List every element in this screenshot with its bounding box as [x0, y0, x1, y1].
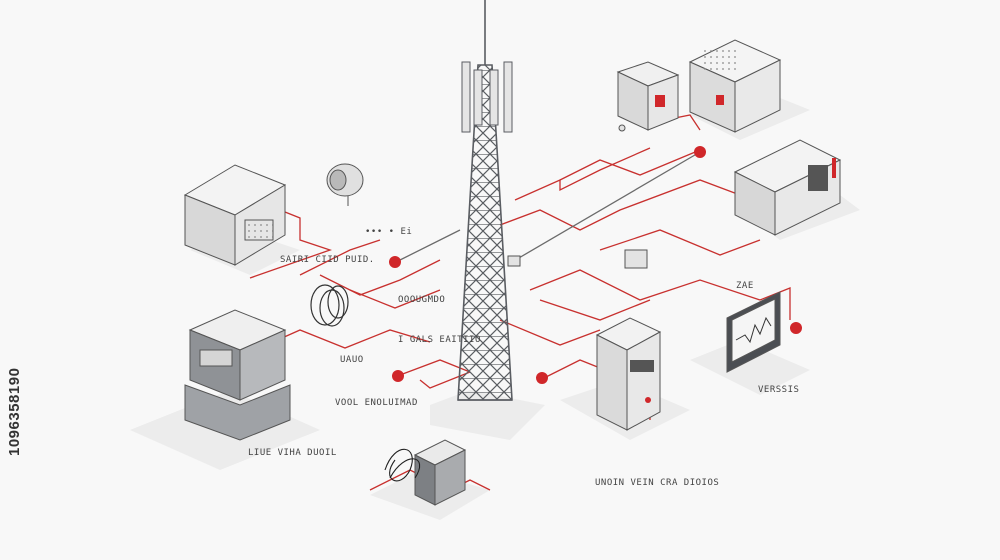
wire-box-link	[559, 149, 701, 181]
wire-left-mid-2	[349, 289, 441, 309]
rack-display	[630, 360, 654, 372]
box-vents	[700, 50, 740, 72]
inline-connectors	[507, 124, 648, 269]
label-center-left: I GALS EAITIIO	[398, 335, 481, 345]
box-side	[734, 59, 781, 133]
motor-face	[329, 169, 347, 191]
feeder-cable	[511, 151, 701, 263]
equipment-box	[688, 39, 782, 133]
label-cable: UAUO	[340, 355, 364, 365]
label-monitor: VERSSIS	[758, 385, 799, 395]
server-panel	[199, 349, 233, 367]
wire-generator	[249, 209, 333, 279]
control-cabinet	[616, 61, 680, 131]
motor-unit	[326, 163, 364, 206]
label-left-lower: VOOL ENOLUIMAD	[335, 398, 418, 408]
antenna-panel	[473, 69, 483, 126]
radio-unit	[733, 139, 842, 236]
label-top-center: ••• • Ei	[365, 227, 412, 237]
waveform	[735, 316, 772, 344]
connection-markers	[389, 146, 802, 384]
feeder-cable-left	[399, 229, 461, 261]
marker-dot	[790, 322, 802, 334]
control-indicator	[655, 95, 665, 107]
rack-front	[596, 334, 628, 431]
label-right-small: ZAE	[736, 281, 754, 291]
server-base	[184, 384, 291, 441]
rack-unit	[595, 317, 662, 431]
junction-box	[624, 249, 648, 269]
connector	[507, 255, 521, 267]
platform-tower	[430, 390, 545, 440]
diagram-labels: ••• • Ei SAIRI CIID PUID. OOOUGMDO I GAL…	[248, 227, 799, 488]
cabinet-side	[434, 449, 466, 506]
label-bottom-center: UNOIN VEIN CRA DIOIOS	[595, 478, 719, 488]
antenna-panel	[489, 69, 499, 126]
wire-rack	[499, 319, 601, 346]
monitor-unit	[726, 291, 781, 373]
platform-monitor	[690, 340, 810, 395]
connector	[618, 124, 626, 132]
wire-left-mid	[319, 259, 441, 296]
cable-coil	[310, 284, 349, 327]
wire-right-mid	[529, 269, 761, 301]
radio-display	[808, 165, 828, 191]
antenna-panel	[461, 61, 471, 133]
marker-dot	[389, 256, 401, 268]
marker-dot	[392, 370, 404, 382]
rack-led	[645, 397, 651, 403]
cable-bundle	[384, 448, 421, 482]
cell-tower	[457, 0, 513, 401]
generator-unit	[183, 164, 287, 266]
server-stack	[184, 309, 291, 441]
vent-grille	[244, 219, 274, 241]
box-indicator	[716, 95, 724, 105]
server-side	[239, 329, 286, 401]
wire-tower-left-2	[419, 371, 471, 389]
wire-right-top	[499, 179, 741, 231]
marker-dot	[694, 146, 706, 158]
wire-monitor	[759, 287, 791, 320]
grey-cables	[399, 151, 701, 263]
rack-side	[626, 331, 661, 431]
wire-right-mid-2	[539, 299, 651, 321]
label-left-mid: OOOUGMDO	[398, 295, 445, 305]
label-left-bottom: LIUE VIHA DUOIL	[248, 448, 337, 458]
wire-motor	[299, 239, 381, 276]
marker-dot	[536, 372, 548, 384]
radio-indicator	[832, 158, 836, 178]
wire-right-upper	[514, 147, 651, 201]
wire-right-low	[599, 229, 761, 256]
image-id-text: 1096358190	[6, 367, 23, 456]
label-left-top: SAIRI CIID PUID.	[280, 255, 375, 265]
antenna-panel	[503, 61, 513, 133]
